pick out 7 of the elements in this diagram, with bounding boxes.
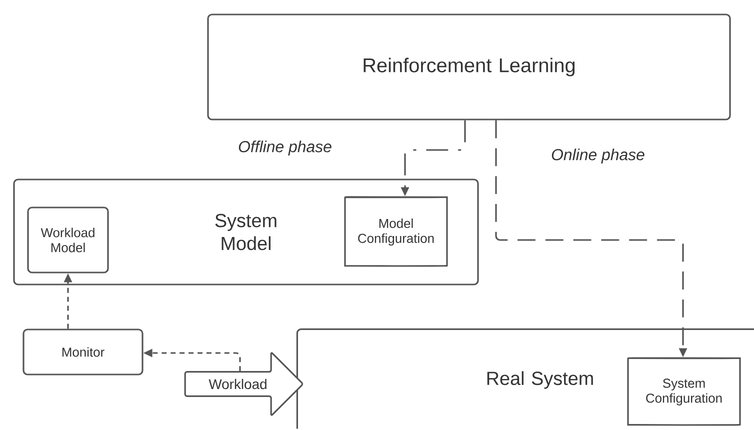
phase-label: Online phase — [552, 148, 644, 164]
process-box: Reinforcement Learning — [207, 14, 731, 120]
database-cylinder: System Configuration — [627, 357, 741, 426]
process-box: Workload Model — [27, 206, 109, 274]
phase-label: Offline phase — [238, 140, 332, 156]
database-cylinder: Model Configuration — [344, 196, 448, 267]
process-box: Monitor — [22, 328, 144, 376]
